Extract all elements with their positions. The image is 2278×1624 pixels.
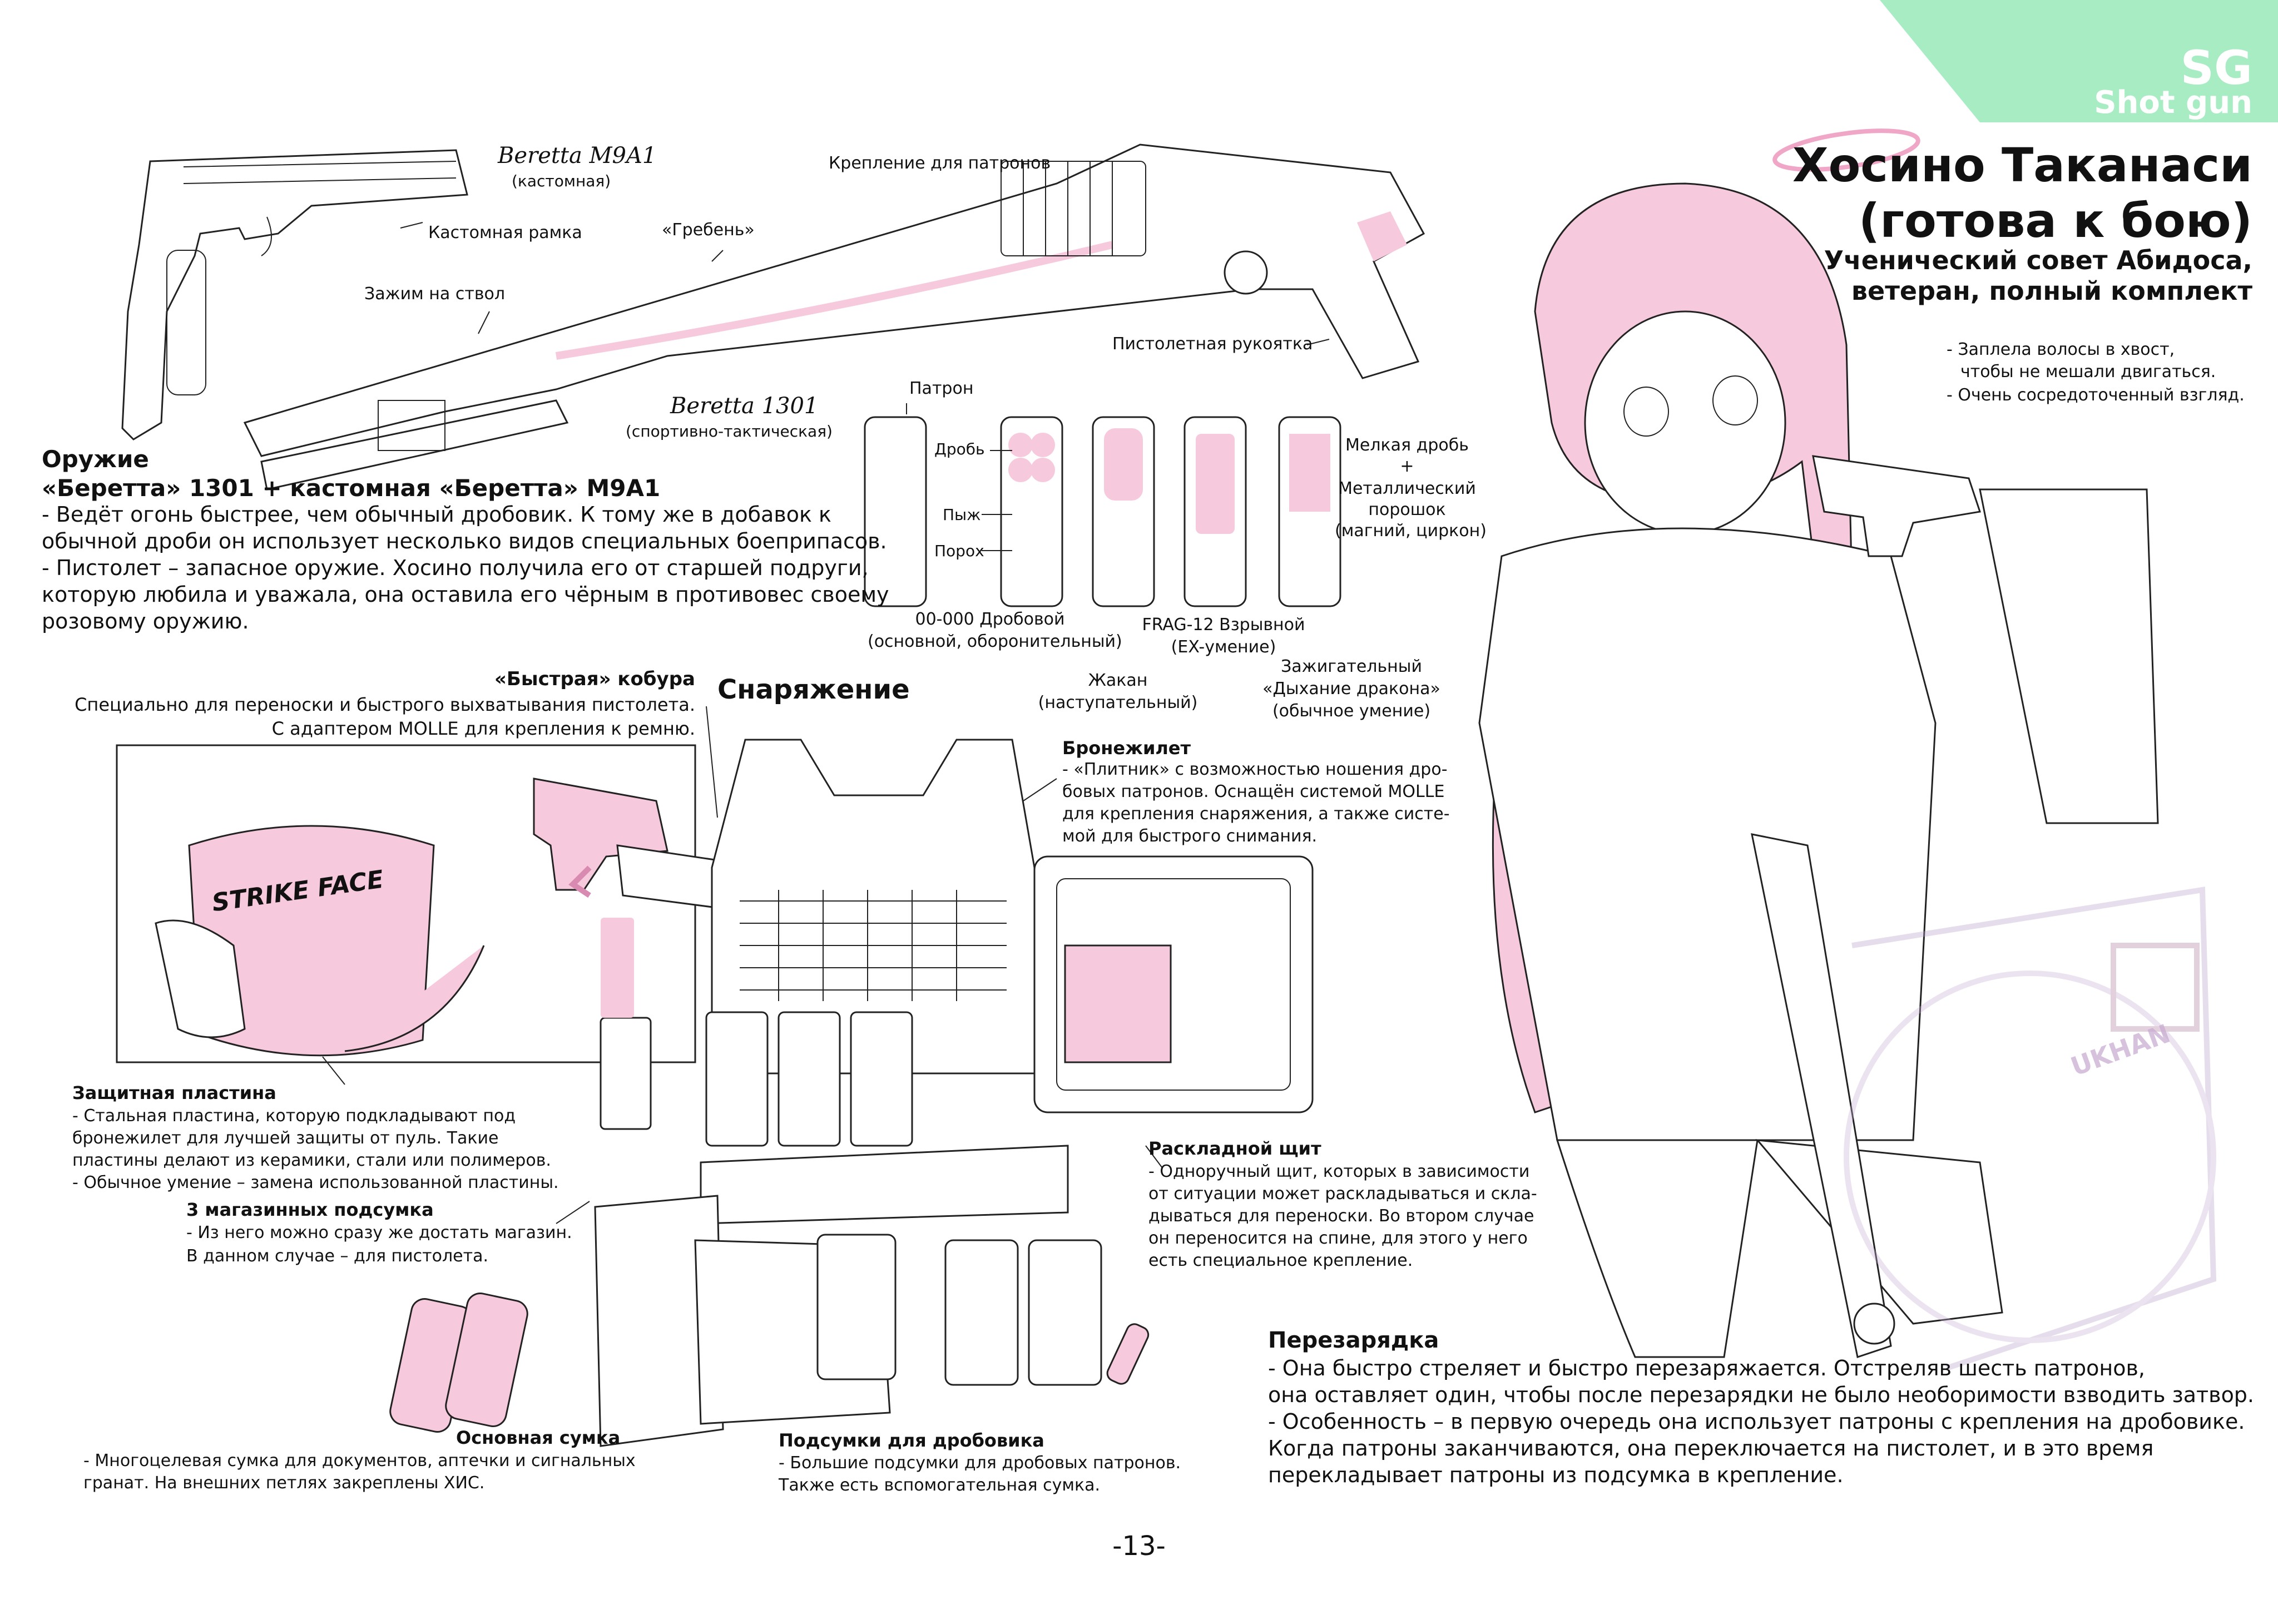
metal-label-2: порошок [1368,500,1446,519]
corner-tag-code: SG [2180,41,2252,95]
shotgun-pouch-text-1: - Большие подсумки для дробовых патронов… [779,1453,1181,1473]
plate-text-2: бронежилет для лучшей защиты от пуль. Та… [72,1128,499,1148]
rib-label: «Гребень» [662,220,755,240]
watermark-mark [1844,887,2217,1371]
shot-label: Дробь [934,440,985,458]
page-subtitle-line2: ветеран, полный комплект [1851,276,2252,306]
frag-label-1: FRAG-12 Взрывной [1142,615,1305,635]
reload-text-4: Когда патроны заканчиваются, она переклю… [1268,1436,2154,1460]
shotgun-name: Beretta 1301 [670,393,819,419]
incendiary-label-2: «Дыхание дракона» [1262,679,1440,699]
main-bag-text-2: гранат. На внешних петлях закреплены ХИС… [83,1473,485,1493]
corner-tag-shape [1880,0,2278,122]
character-note-3: - Очень сосредоточенный взгляд. [1947,385,2245,405]
shield-text-5: есть специальное крепление. [1148,1251,1413,1270]
weapon-text-1: - Ведёт огонь быстрее, чем обычный дробо… [42,502,831,527]
shotgun-pouch-title: Подсумки для дробовика [779,1430,1044,1451]
page-title-line2: (готова к бою) [1858,194,2252,248]
slug-label-1: Жакан [1088,671,1148,690]
character-note-1: - Заплела волосы в хвост, [1947,340,2175,359]
weapon-text-3: - Пистолет – запасное оружие. Хосино пол… [42,556,869,580]
incendiary-label-3: (обычное умение) [1272,701,1431,721]
powder-label: Порох [934,542,984,560]
leader-lines [322,222,1330,1224]
reload-title: Перезарядка [1268,1328,1439,1353]
vest-text-2: бовых патронов. Оснащён системой MOLLE [1062,782,1445,801]
shield-text-4: он переносится на спине, для этого у нег… [1148,1229,1528,1248]
shield-title: Раскладной щит [1148,1138,1321,1159]
pistol-name: Beretta M9A1 [498,143,657,169]
buck-label-1: 00-000 Дробовой [915,610,1065,629]
plus-label: + [1400,457,1414,476]
shell-mount-label: Крепление для патронов [829,154,1051,173]
shell-illustrations [864,416,1341,607]
weapon-heading: Оружие [42,445,149,473]
reload-text-2: она оставляет один, чтобы после перезаря… [1268,1383,2255,1407]
pistol-grip-label: Пистолетная рукоятка [1112,334,1313,354]
pistol-sub: (кастомная) [512,172,611,190]
shield-text-2: от ситуации может раскладываться и скла- [1148,1184,1537,1204]
custom-frame-label: Кастомная рамка [428,223,582,242]
shotgun-sub: (спортивно-тактическая) [626,422,833,440]
shield-illustration [1033,855,1314,1113]
equipment-heading: Снаряжение [717,674,910,705]
mag-pouch-title: 3 магазинных подсумка [186,1199,434,1220]
slug-label-2: (наступательный) [1038,693,1198,712]
holster-title: «Быстрая» кобура [494,668,695,690]
plate-text-3: пластины делают из керамики, стали или п… [72,1151,551,1170]
pouch-illustrations [594,1195,1150,1447]
mag-pouch-text-1: - Из него можно сразу же достать магазин… [186,1223,572,1242]
cartridge-label: Патрон [909,379,974,398]
weapon-text-5: розовому оружию. [42,609,249,633]
pistol-illustration [121,149,468,440]
plate-text-4: - Обычное умение – замена использованной… [72,1173,559,1192]
vest-title: Бронежилет [1062,737,1191,759]
weapon-text-2: обычной дроби он использует несколько ви… [42,529,887,553]
buck-label-2: (основной, оборонительный) [868,632,1122,651]
reload-text-5: перекладывает патроны из подсумка в креп… [1268,1463,1844,1487]
shotgun-pouch-text-2: Также есть вспомогательная сумка. [779,1476,1101,1495]
frag-label-2: (EX-умение) [1171,637,1276,657]
page-subtitle-line1: Ученический совет Абидоса, [1824,245,2252,275]
plate-text-1: - Стальная пластина, которую подкладываю… [72,1106,516,1126]
barrel-clamp-label: Зажим на ствол [364,284,506,304]
weapon-subheading: «Беретта» 1301 + кастомная «Беретта» M9A… [42,474,661,502]
vest-text-3: для крепления снаряжения, а также систе- [1062,804,1450,824]
mag-pouch-text-2: В данном случае – для пистолета. [186,1246,489,1266]
character-note-2: чтобы не мешали двигаться. [1960,362,2216,382]
page-number: -13- [1112,1531,1166,1562]
metal-label-3: (магний, циркон) [1335,521,1487,541]
reload-text-3: - Особенность – в первую очередь она исп… [1268,1409,2245,1434]
vest-illustration [600,739,1069,1225]
metal-label-1: Металлический [1338,479,1476,498]
holster-text-1: Специально для переноски и быстрого выхв… [75,694,695,715]
character-illustration [1478,128,2159,1358]
main-bag-title: Основная сумка [456,1427,621,1448]
incendiary-label-1: Зажигательный [1281,657,1422,676]
shield-text-1: - Одноручный щит, которых в зависимости [1148,1162,1530,1181]
shotgun-illustration [243,143,1425,491]
vest-text-4: мой для быстрого снимания. [1062,826,1318,846]
corner-tag-name: Shot gun [2094,85,2252,121]
main-bag-text-1: - Многоцелевая сумка для документов, апт… [83,1451,636,1470]
holster-text-2: С адаптером MOLLE для крепления к ремню. [271,718,695,739]
wad-label: Пыж [943,506,981,524]
canister-illustrations [389,1293,528,1433]
reload-text-1: - Она быстро стреляет и быстро перезаряж… [1268,1356,2145,1380]
plate-title: Защитная пластина [72,1082,276,1103]
shield-text-3: дываться для переноски. Во втором случае [1148,1206,1534,1226]
vest-text-1: - «Плитник» с возможностью ношения дро- [1062,760,1448,779]
small-shot-label: Мелкая дробь [1345,435,1469,455]
page-title-line1: Хосино Таканаси [1792,138,2252,192]
weapon-text-4: которую любила и уважала, она оставила е… [42,582,889,607]
